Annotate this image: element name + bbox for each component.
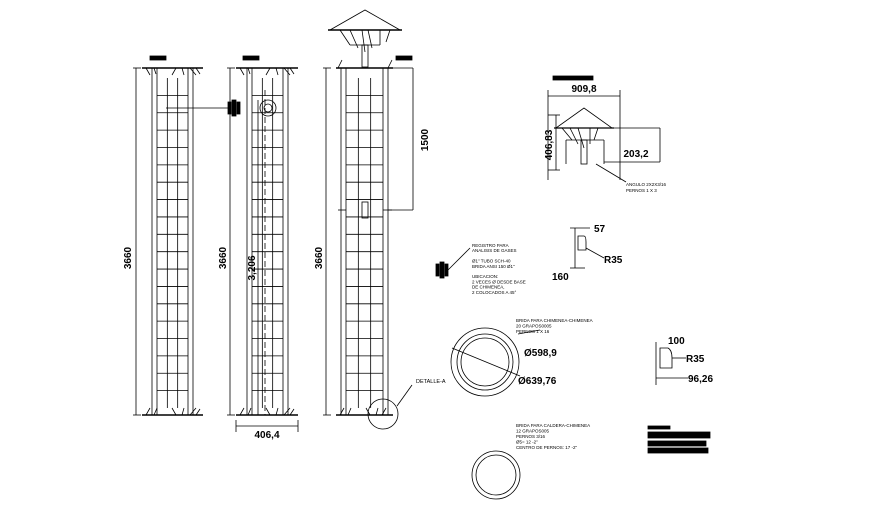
note-line: Ø5= 12 -2" [516,440,538,445]
dim-100: 100 [668,336,685,347]
dim-160: 160 [552,272,569,283]
cap-title-bar [552,75,594,81]
note-line: REGISTRO PARA [472,243,509,248]
note-line: Ø1" TUBO SCH-40 [472,259,511,264]
cap-detail [547,75,661,183]
dim-96-26: 96,26 [688,374,713,385]
note-line: BRIDA PARA CHIMENEA-CHIMENEA [516,318,593,323]
dim-height-1: 3660 [123,246,134,269]
note-line: ANALISIS DE GASES [472,248,517,253]
title-bar-1 [149,55,167,61]
title-bar-3 [395,55,413,61]
dim-base-width: 406,4 [254,430,279,441]
note-line: 2 VECES Ø DESDE BASE [472,279,526,284]
chimney-column-2 [227,55,299,432]
chimney-column-1 [133,55,230,416]
dim-57: 57 [594,224,606,235]
note-line: CENTRO DE PERNOS: 17 -2" [516,445,578,450]
dim-cap-height: 406,83 [544,129,555,160]
note-line: 12 GRAPOS005 [516,429,550,434]
dim-r35-1: R35 [604,255,623,266]
note-line: BRIDA PARA CALDERA-CHIMENEA [516,423,590,428]
dim-dia-outer: Ø639,76 [518,376,557,387]
dim-r35-2: R35 [686,354,705,365]
legend-block [647,425,711,454]
dim-height-2b: 3,206 [247,255,258,280]
dim-cap-width: 909,8 [571,84,596,95]
note-line: PERNOS 3/16 [516,434,546,439]
note-line: PERNOS 1 X 16 [516,329,550,334]
dim-height-3: 3660 [314,246,325,269]
flange-bottom-view [471,450,521,500]
note-line: 20 GRAPOS0005 [516,324,552,329]
dim-cap-arm: 203,2 [623,149,648,160]
angle-note-1: ANGULO 2X2X3/16 [626,182,667,187]
note-line: DE CHIMENEA, [472,285,505,290]
note-line: BRIDA ANSI 150 Ø1" [472,264,515,269]
dim-height-2: 3660 [218,246,229,269]
bracket-detail-1 [570,227,605,269]
flange-top-view [450,327,541,397]
dim-dia-inner: Ø598,9 [524,348,557,359]
angle-note-2: PERNOS 1 X 3 [626,188,657,193]
bracket-detail-2 [655,342,688,385]
dim-port-height: 1500 [420,128,431,151]
chimney-column-3 [323,9,414,430]
title-bar-2 [242,55,260,61]
detail-label: DETALLE-A [416,379,446,385]
registro-bolt-icon [435,261,449,279]
note-line: UBICACION: [472,274,498,279]
note-line: 2 COLOCADOS A 45° [472,290,517,295]
